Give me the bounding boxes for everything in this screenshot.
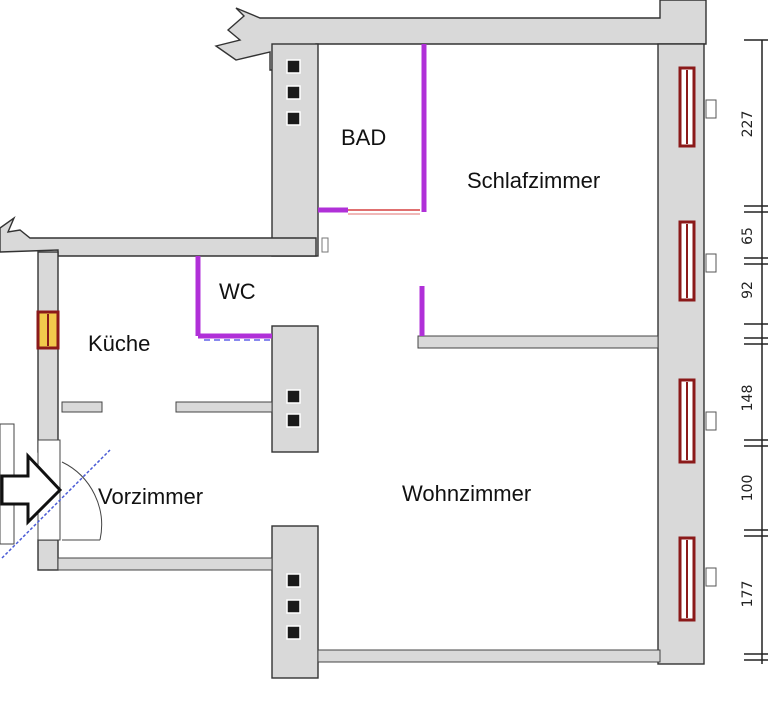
bottom-wall <box>317 649 661 663</box>
dimension-label: 227 <box>740 111 756 138</box>
dimension-label: 100 <box>740 475 756 502</box>
windows <box>36 66 717 622</box>
dimension-label: 148 <box>740 385 756 412</box>
window <box>678 66 717 148</box>
shaft-icon <box>286 85 301 100</box>
entrance-arrow-icon <box>0 452 63 526</box>
left-wall-lower <box>37 539 59 571</box>
shaft-icon <box>286 413 301 428</box>
room-label-vorzimmer: Vorzimmer <box>98 484 204 509</box>
room-label-bad: BAD <box>341 125 387 150</box>
room-label-kueche: Küche <box>88 331 151 356</box>
shaft-icon <box>286 59 301 74</box>
chimney-shafts <box>286 59 301 640</box>
top-wall <box>214 0 707 71</box>
left-wall <box>37 251 59 453</box>
shaft-icon <box>286 625 301 640</box>
window <box>678 220 717 302</box>
central-pier-middle <box>271 325 319 453</box>
kitchen-partition-left <box>61 401 103 413</box>
door-mark <box>321 237 329 253</box>
kitchen-window <box>36 310 60 350</box>
shaft-icon <box>286 111 301 126</box>
drywall-partitions <box>195 44 427 339</box>
room-label-schlafzimmer: Schlafzimmer <box>467 168 601 193</box>
window <box>678 536 717 622</box>
central-pier-top <box>271 43 319 257</box>
dimension-label: 92 <box>740 281 756 299</box>
dimension-labels: 227 65 92 148 100 177 <box>740 111 756 608</box>
room-label-wohnzimmer: Wohnzimmer <box>402 481 532 506</box>
kitchen-partition-right <box>175 401 273 413</box>
bedroom-living-partition <box>417 335 659 349</box>
shaft-icon <box>286 389 301 404</box>
dimension-chain <box>744 39 768 664</box>
kitchen-top-wall <box>0 215 317 257</box>
interior-walls <box>57 335 659 571</box>
shaft-icon <box>286 599 301 614</box>
dimension-label: 65 <box>740 227 756 245</box>
shaft-icon <box>286 573 301 588</box>
vorzimmer-bottom-wall <box>57 557 273 571</box>
dimension-label: 177 <box>740 581 756 608</box>
room-label-wc: WC <box>219 279 256 304</box>
window <box>678 378 717 464</box>
